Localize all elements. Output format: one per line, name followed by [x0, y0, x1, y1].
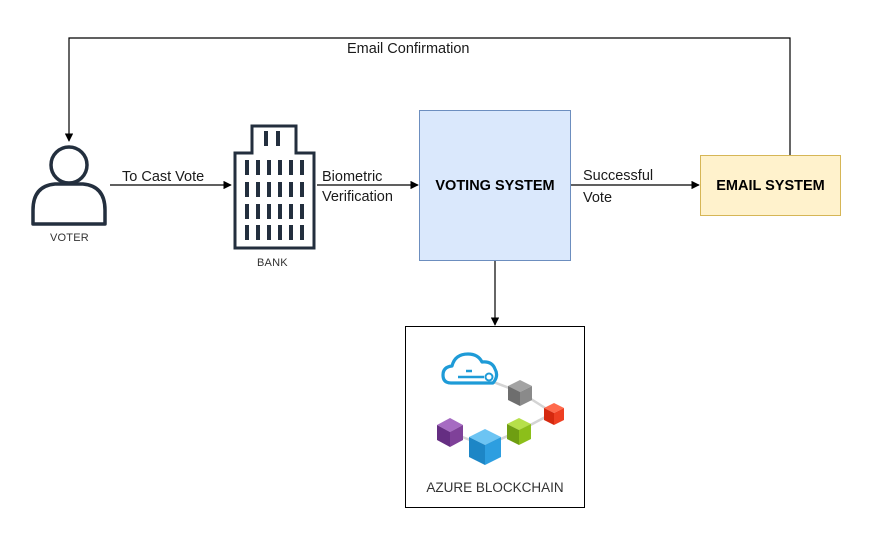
cube-purple-icon	[437, 418, 463, 447]
edge-email-confirmation	[64, 37, 791, 155]
bank-label: BANK	[257, 257, 288, 269]
voter-label: VOTER	[50, 232, 89, 244]
email-system-box: EMAIL SYSTEM	[700, 155, 841, 216]
to-cast-vote-label: To Cast Vote	[122, 169, 205, 185]
voter-icon	[31, 145, 107, 226]
voting-system-label: VOTING SYSTEM	[435, 177, 555, 194]
biometric-label: Biometric	[322, 169, 383, 185]
cloud-icon	[441, 352, 499, 385]
email-confirmation-label: Email Confirmation	[347, 41, 470, 57]
email-system-label: EMAIL SYSTEM	[716, 177, 825, 194]
cube-gray-icon	[508, 380, 532, 406]
bank-building-icon	[233, 124, 316, 250]
voting-system-box: VOTING SYSTEM	[419, 110, 571, 261]
cube-red-icon	[544, 403, 564, 425]
cube-green-icon	[507, 418, 531, 445]
azure-blockchain-icon	[437, 352, 564, 465]
successful-label: Successful	[583, 168, 654, 184]
cube-blue-icon	[469, 429, 501, 465]
azure-blockchain-label: AZURE BLOCKCHAIN	[426, 480, 564, 495]
vote-label: Vote	[583, 190, 613, 206]
verification-label: Verification	[322, 189, 393, 205]
